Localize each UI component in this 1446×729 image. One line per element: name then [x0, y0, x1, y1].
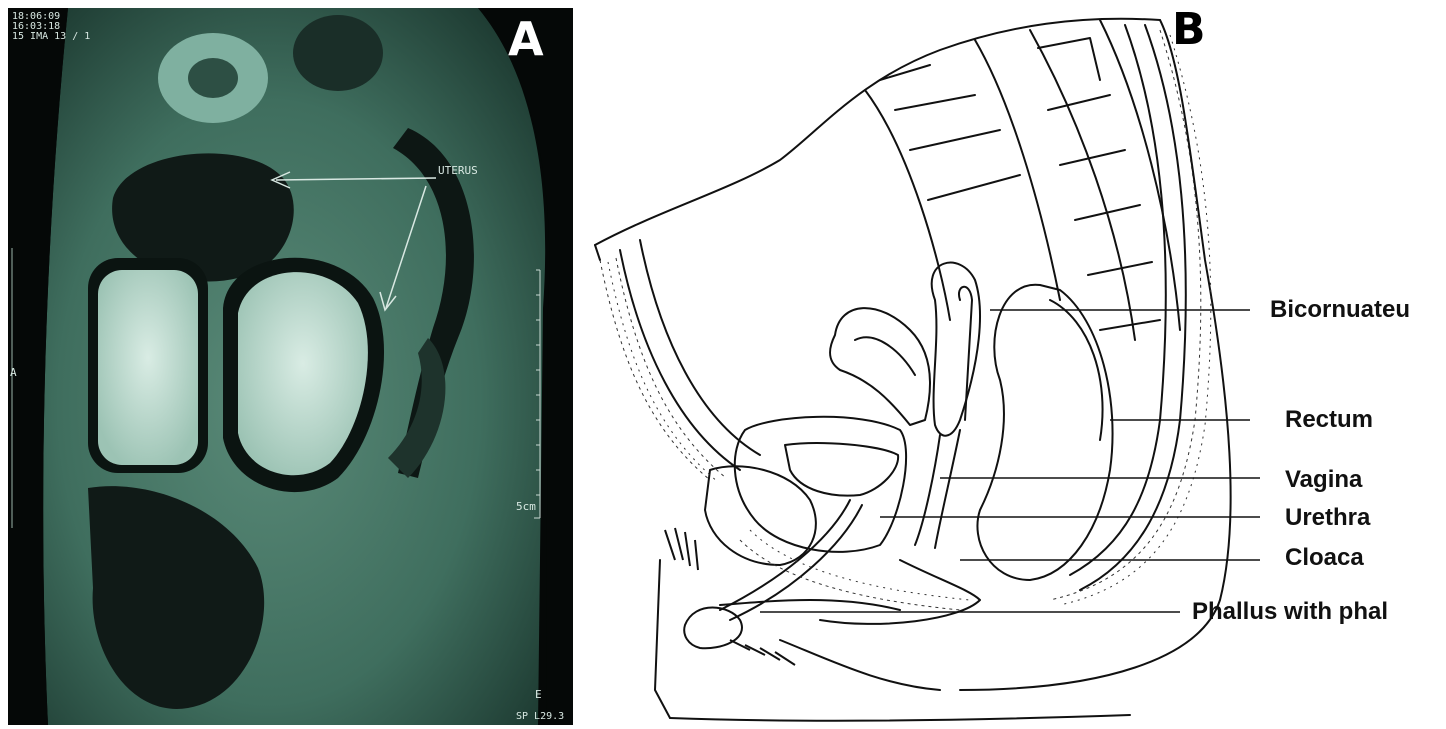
mri-panel: 18:06:09 16:03:18 15 IMA 13 / 1 A UTERUS… [8, 8, 573, 725]
footer-letter: E [535, 690, 542, 700]
scale-label: 5cm [516, 502, 536, 512]
side-marker: A [10, 368, 17, 378]
uterus-label: UTERUS [438, 166, 478, 176]
anatomy-drawing-panel: B Bicornuateu Rectum Vagina Urethra Cloa… [580, 0, 1446, 729]
label-cloaca: Cloaca [1285, 544, 1364, 572]
mri-header-line: 15 IMA 13 / 1 [12, 32, 90, 42]
mri-header: 18:06:09 16:03:18 15 IMA 13 / 1 [12, 12, 90, 42]
label-bicornuate: Bicornuateu [1270, 296, 1410, 324]
label-phallus: Phallus with phal [1192, 598, 1388, 626]
panel-a-letter: A [508, 12, 544, 66]
label-vagina: Vagina [1285, 466, 1362, 494]
label-rectum: Rectum [1285, 406, 1373, 434]
panel-b-letter: B [1172, 4, 1206, 55]
footer-text: SP L29.3 [516, 712, 564, 722]
label-urethra: Urethra [1285, 504, 1370, 532]
mri-image [8, 8, 573, 725]
